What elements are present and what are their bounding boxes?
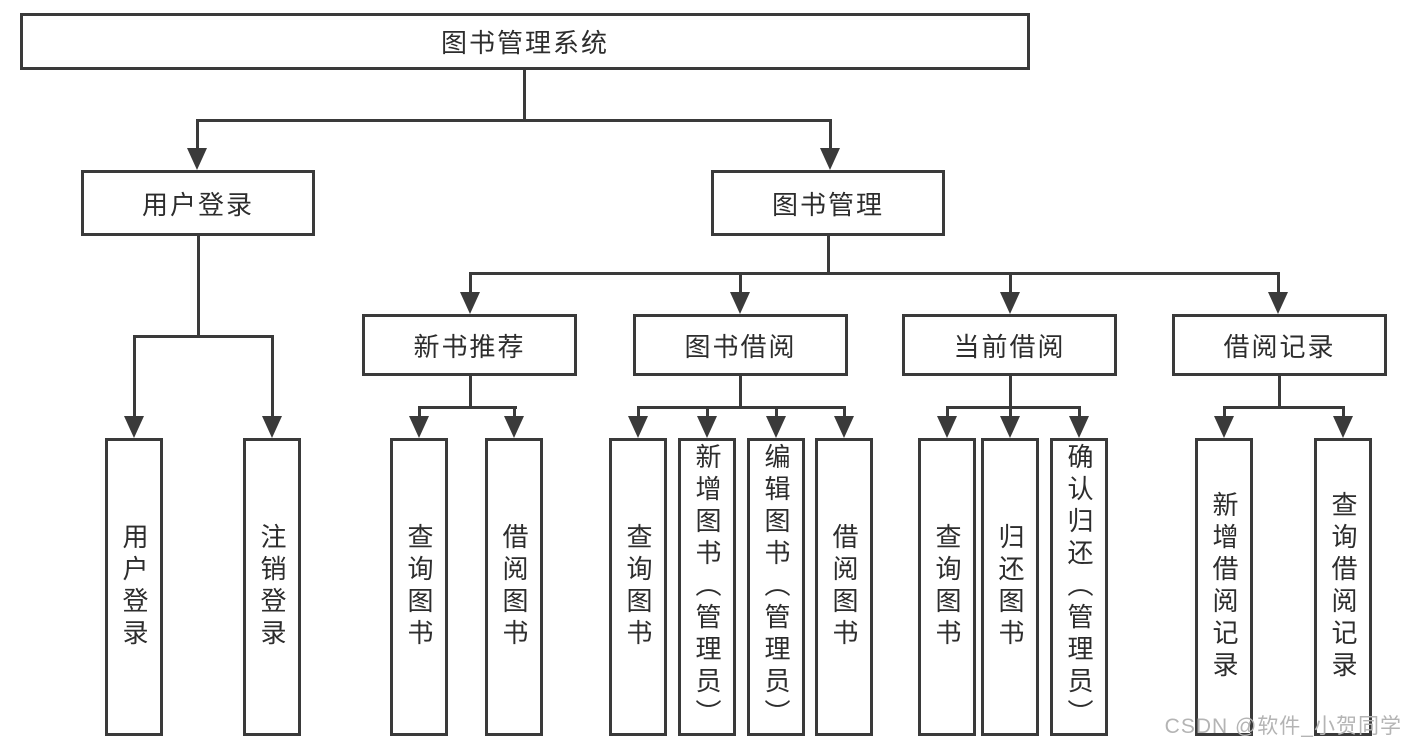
connector-arrow-down [504, 416, 524, 438]
leaf-logout: 注销登录 [243, 438, 301, 736]
node-label: 图书管理系统 [440, 28, 609, 58]
node-user-login: 用户登录 [81, 170, 315, 236]
connector-line [196, 119, 832, 122]
node-label: 借阅图书 [499, 523, 529, 651]
connector-line [946, 406, 949, 418]
connector-line [843, 406, 846, 418]
connector-line [469, 272, 1280, 275]
node-label: 借阅记录 [1223, 331, 1336, 362]
connector-arrow-down [697, 416, 717, 438]
node-label: 查询图书 [932, 523, 962, 651]
connector-line [706, 406, 709, 418]
leaf-add-book-admin: 新增图书（管理员） [678, 438, 736, 736]
node-label: 确认归还（管理员） [1064, 443, 1094, 731]
node-label: 新增图书（管理员） [692, 443, 722, 731]
node-current-borrowing: 当前借阅 [902, 314, 1117, 376]
leaf-borrow-books-recommend: 借阅图书 [485, 438, 543, 736]
connector-arrow-down [820, 148, 840, 170]
node-library-system: 图书管理系统 [20, 13, 1030, 70]
connector-arrow-down [730, 292, 750, 314]
node-label: 当前借阅 [953, 331, 1066, 362]
connector-arrow-down [460, 292, 480, 314]
node-label: 用户登录 [119, 523, 149, 651]
connector-line [946, 406, 1081, 409]
node-label: 查询图书 [404, 523, 434, 651]
connector-arrow-down [1069, 416, 1089, 438]
connector-line [1277, 272, 1280, 294]
node-label: 新增借阅记录 [1209, 491, 1239, 683]
connector-arrow-down [124, 416, 144, 438]
connector-line [637, 406, 640, 418]
node-label: 用户登录 [141, 189, 254, 220]
connector-arrow-down [409, 416, 429, 438]
node-label: 编辑图书（管理员） [761, 443, 791, 731]
connector-arrow-down [628, 416, 648, 438]
connector-arrow-down [1268, 292, 1288, 314]
node-new-book-recommend: 新书推荐 [362, 314, 577, 376]
connector-line [1009, 376, 1012, 406]
connector-line [739, 376, 742, 406]
node-label: 查询借阅记录 [1328, 491, 1358, 683]
connector-line [1009, 272, 1012, 294]
node-label: 借阅图书 [829, 523, 859, 651]
node-book-borrowing: 图书借阅 [633, 314, 848, 376]
connector-arrow-down [834, 416, 854, 438]
connector-line [775, 406, 778, 418]
connector-arrow-down [766, 416, 786, 438]
connector-arrow-down [262, 416, 282, 438]
connector-arrow-down [1000, 416, 1020, 438]
connector-line [469, 272, 472, 294]
connector-line [196, 119, 199, 150]
node-label: 归还图书 [995, 523, 1025, 651]
connector-line [1223, 406, 1345, 409]
node-label: 注销登录 [257, 523, 287, 651]
leaf-add-borrow-record: 新增借阅记录 [1195, 438, 1253, 736]
node-label: 图书管理 [771, 189, 884, 220]
connector-arrow-down [937, 416, 957, 438]
connector-line [513, 406, 516, 418]
connector-arrow-down [1000, 292, 1020, 314]
connector-arrow-down [1333, 416, 1353, 438]
connector-line [197, 236, 200, 335]
connector-line [1342, 406, 1345, 418]
node-label: 图书借阅 [684, 331, 797, 362]
csdn-watermark: CSDN @软件_小贺同学 [1164, 715, 1402, 738]
node-label: 查询图书 [623, 523, 653, 651]
connector-line [418, 406, 517, 409]
leaf-edit-book-admin: 编辑图书（管理员） [747, 438, 805, 736]
connector-line [271, 335, 274, 418]
connector-line [418, 406, 421, 418]
connector-line [637, 406, 846, 409]
connector-line [469, 376, 472, 406]
connector-arrow-down [1214, 416, 1234, 438]
connector-line [827, 236, 830, 272]
connector-line [739, 272, 742, 294]
connector-line [523, 70, 526, 119]
connector-line [829, 119, 832, 150]
connector-line [1223, 406, 1226, 418]
leaf-query-books-borrow: 查询图书 [609, 438, 667, 736]
leaf-confirm-return-admin: 确认归还（管理员） [1050, 438, 1108, 736]
connector-line [133, 335, 274, 338]
connector-line [1278, 376, 1281, 406]
node-label: 新书推荐 [413, 331, 526, 362]
leaf-borrow-books-borrow: 借阅图书 [815, 438, 873, 736]
leaf-query-books-recommend: 查询图书 [390, 438, 448, 736]
node-book-management: 图书管理 [711, 170, 945, 236]
connector-line [1009, 406, 1012, 418]
node-borrow-records: 借阅记录 [1172, 314, 1387, 376]
connector-line [133, 335, 136, 418]
leaf-query-borrow-record: 查询借阅记录 [1314, 438, 1372, 736]
connector-arrow-down [187, 148, 207, 170]
leaf-return-book: 归还图书 [981, 438, 1039, 736]
connector-line [1078, 406, 1081, 418]
leaf-user-login: 用户登录 [105, 438, 163, 736]
leaf-query-books-current: 查询图书 [918, 438, 976, 736]
